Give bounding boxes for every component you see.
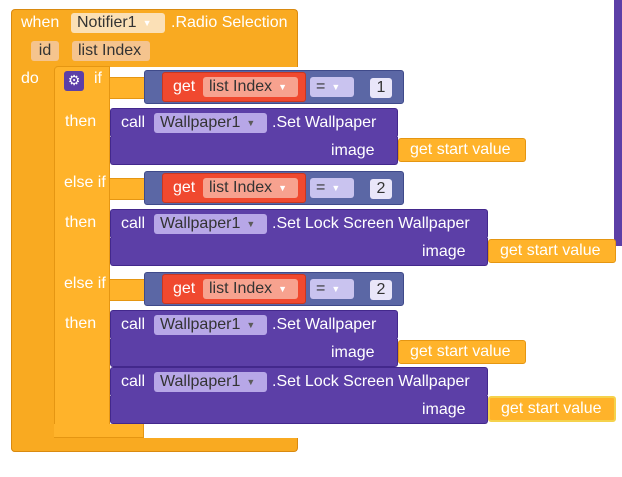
component-label: Wallpaper1 [160, 373, 241, 391]
adjacent-block-edge [614, 0, 622, 246]
chevron-down-icon: ▼ [278, 183, 288, 193]
variable-label: list Index [209, 179, 273, 197]
component-label: Wallpaper1 [160, 114, 241, 132]
component-label: Wallpaper1 [160, 215, 241, 233]
chevron-down-icon: ▼ [331, 284, 341, 294]
call-set-lock-wallpaper-2-body[interactable] [110, 396, 488, 424]
component-dropdown-wallpaper[interactable]: Wallpaper1 ▼ [154, 113, 267, 133]
variable-dropdown[interactable]: list Index ▼ [203, 279, 298, 299]
get-keyword: get [173, 280, 196, 297]
else-if-socket [110, 279, 148, 301]
call-set-wallpaper-1-body[interactable] [110, 137, 398, 165]
when-keyword: when [21, 14, 60, 31]
image-param-label: image [422, 401, 466, 418]
call-keyword: call [121, 373, 146, 390]
param-list-index[interactable]: list Index [72, 41, 150, 61]
variable-dropdown[interactable]: list Index ▼ [203, 77, 298, 97]
chevron-down-icon: ▼ [246, 219, 256, 229]
else-if-keyword: else if [64, 275, 106, 292]
if-socket [110, 77, 148, 99]
get-start-value-block[interactable]: get start value [398, 340, 526, 364]
image-param-label: image [331, 344, 375, 361]
chevron-down-icon: ▼ [331, 183, 341, 193]
then-keyword: then [65, 113, 97, 130]
start-value-label: get start value [410, 343, 511, 360]
then-keyword: then [65, 214, 97, 231]
variable-label: list Index [209, 280, 273, 298]
else-if-socket [110, 178, 148, 200]
component-dropdown-label: Notifier1 [77, 14, 137, 32]
method-name: .Set Wallpaper [272, 316, 377, 333]
chevron-down-icon: ▼ [246, 320, 256, 330]
call-set-wallpaper-2-body[interactable] [110, 339, 398, 367]
call-keyword: call [121, 114, 146, 131]
number-input-1[interactable]: 1 [370, 78, 392, 98]
gear-icon[interactable]: ⚙ [64, 71, 84, 91]
chevron-down-icon: ▼ [246, 377, 256, 387]
call-set-lock-wallpaper-1-body[interactable] [110, 238, 488, 266]
get-start-value-block[interactable]: get start value [398, 138, 526, 162]
image-param-label: image [422, 243, 466, 260]
event-block-footer[interactable] [11, 438, 298, 452]
if-keyword: if [94, 70, 102, 87]
then-keyword: then [65, 315, 97, 332]
call-keyword: call [121, 215, 146, 232]
variable-dropdown[interactable]: list Index ▼ [203, 178, 298, 198]
else-if-keyword: else if [64, 174, 106, 191]
operator-label: = [316, 78, 326, 96]
start-value-label: get start value [500, 242, 601, 259]
start-value-label: get start value [410, 141, 511, 158]
event-block-body[interactable] [11, 66, 55, 452]
chevron-down-icon: ▼ [278, 82, 288, 92]
operator-dropdown[interactable]: =▼ [310, 178, 354, 198]
component-dropdown-notifier[interactable]: Notifier1 ▼ [71, 13, 165, 33]
start-value-label: get start value [501, 400, 602, 417]
call-keyword: call [121, 316, 146, 333]
chevron-down-icon: ▼ [278, 284, 288, 294]
chevron-down-icon: ▼ [331, 82, 341, 92]
get-start-value-block[interactable]: get start value [488, 239, 616, 263]
get-keyword: get [173, 179, 196, 196]
operator-label: = [316, 179, 326, 197]
number-input-2[interactable]: 2 [370, 179, 392, 199]
component-dropdown-wallpaper[interactable]: Wallpaper1 ▼ [154, 214, 267, 234]
component-label: Wallpaper1 [160, 316, 241, 334]
if-block-body[interactable] [54, 66, 110, 438]
chevron-down-icon: ▼ [246, 118, 256, 128]
operator-dropdown[interactable]: =▼ [310, 279, 354, 299]
get-keyword: get [173, 78, 196, 95]
if-block-footer[interactable] [54, 424, 144, 438]
image-param-label: image [331, 142, 375, 159]
do-keyword: do [21, 70, 39, 87]
method-name: .Set Wallpaper [272, 114, 377, 131]
component-dropdown-wallpaper[interactable]: Wallpaper1 ▼ [154, 315, 267, 335]
number-input-3[interactable]: 2 [370, 280, 392, 300]
variable-label: list Index [209, 78, 273, 96]
method-name: .Set Lock Screen Wallpaper [272, 215, 470, 232]
operator-dropdown[interactable]: =▼ [310, 77, 354, 97]
method-name: .Set Lock Screen Wallpaper [272, 373, 470, 390]
get-start-value-block-selected[interactable]: get start value [488, 396, 616, 422]
event-name: .Radio Selection [171, 14, 288, 31]
component-dropdown-wallpaper[interactable]: Wallpaper1 ▼ [154, 372, 267, 392]
chevron-down-icon: ▼ [142, 18, 152, 28]
operator-label: = [316, 280, 326, 298]
param-id-label: id [31, 41, 59, 61]
